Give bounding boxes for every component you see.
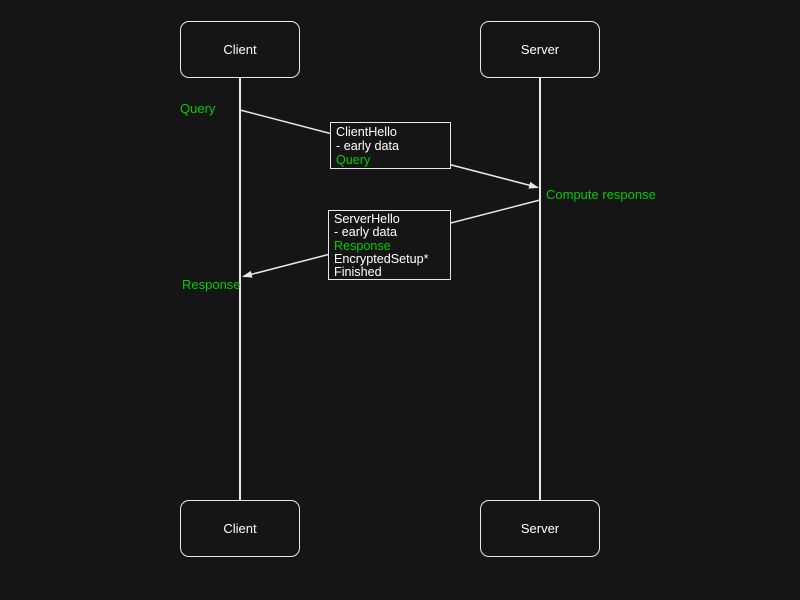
response-label: Response [182, 277, 241, 292]
actor-client-top: Client [180, 21, 300, 78]
message-line: - early data [334, 226, 445, 239]
server-lifeline [539, 78, 541, 500]
message-text: ClientHello [336, 125, 397, 139]
message-text: Query [336, 153, 371, 168]
client-hello-message-box: ClientHello - early data Query [330, 122, 451, 169]
message-line: ClientHello [336, 125, 445, 139]
message-line: Response [334, 238, 445, 253]
message-line: ServerHello [334, 212, 445, 226]
query-label: Query [180, 101, 216, 116]
message-text: EncryptedSetup* [334, 251, 429, 266]
message-line: - early data [336, 139, 445, 153]
message-line: Finished [334, 266, 445, 279]
message-line: Query [336, 153, 445, 167]
compute-response-label: Compute response [546, 187, 656, 202]
message-text: - early data [334, 225, 397, 240]
actor-client-top-label: Client [223, 42, 257, 57]
actor-client-bottom: Client [180, 500, 300, 557]
server-hello-message-box: ServerHello - early data Response Encryp… [328, 210, 451, 280]
message-text: ServerHello [334, 212, 400, 226]
actor-server-top-label: Server [520, 42, 560, 57]
client-lifeline [239, 78, 241, 500]
message-text: Response [334, 238, 391, 253]
message-line: EncryptedSetup* [334, 251, 445, 266]
actor-server-bottom: Server [480, 500, 600, 557]
message-text: - early data [336, 139, 399, 154]
actor-server-top: Server [480, 21, 600, 78]
actor-server-bottom-label: Server [520, 521, 560, 536]
actor-client-bottom-label: Client [223, 521, 257, 536]
message-text: Finished [334, 265, 382, 280]
